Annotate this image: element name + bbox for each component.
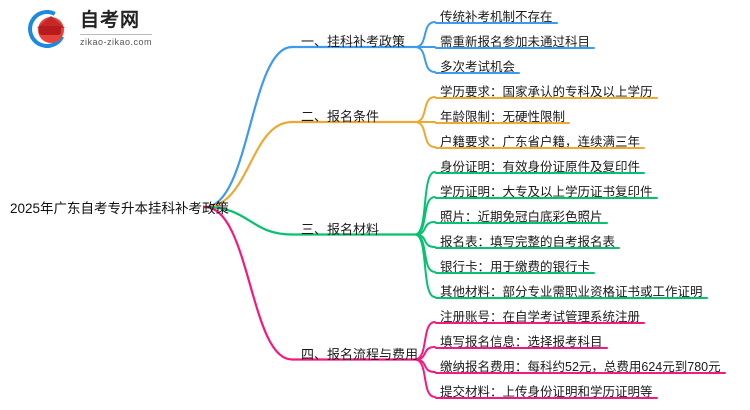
mindmap-branch-node[interactable]: 三、报名材料 xyxy=(301,221,380,237)
mindmap-leaf-node[interactable]: 需重新报名参加未通过科目 xyxy=(440,35,591,49)
graduation-cap-icon xyxy=(23,5,72,53)
mindmap-leaf-underline xyxy=(435,72,520,74)
mindmap-leaf-node[interactable]: 身份证明：有效身份证原件及复印件 xyxy=(440,160,641,174)
mindmap-leaf-underline xyxy=(435,97,658,99)
mindmap-leaf-node[interactable]: 照片：近期免冠白底彩色照片 xyxy=(440,210,603,224)
site-logo: 自考网 zikao-zikao.com xyxy=(23,5,153,53)
mindmap-leaf-node[interactable]: 其他材料：部分专业需职业资格证书或工作证明 xyxy=(440,285,703,299)
mindmap-leaf-underline xyxy=(435,247,620,249)
mindmap-leaf-underline xyxy=(435,397,658,399)
mindmap-branch-node[interactable]: 二、报名条件 xyxy=(301,109,380,124)
mindmap-leaf-node[interactable]: 多次考试机会 xyxy=(440,60,516,74)
mindmap-leaf-node[interactable]: 学历要求：国家承认的专科及以上学历 xyxy=(440,85,653,99)
mindmap-leaf-underline xyxy=(435,272,595,274)
mindmap-leaf-underline xyxy=(435,22,558,24)
mindmap-leaf-node[interactable]: 注册账号：在自学考试管理系统注册 xyxy=(440,310,641,324)
mindmap-leaf-node[interactable]: 银行卡：用于缴费的银行卡 xyxy=(440,260,591,274)
mindmap-leaf-node[interactable]: 缴纳报名费用：每科约52元，总费用624元到780元 xyxy=(440,360,721,374)
mindmap-leaf-underline xyxy=(435,122,570,124)
mindmap-leaf-underline xyxy=(435,297,708,299)
mindmap-branch-node[interactable]: 四、报名流程与费用 xyxy=(301,346,419,362)
mindmap-root-node[interactable]: 2025年广东自考专升本挂科补考政策 xyxy=(10,201,230,216)
logo-site-url: zikao-zikao.com xyxy=(80,34,153,47)
mindmap-leaf-underline xyxy=(435,197,658,199)
mindmap-leaf-node[interactable]: 户籍要求：广东省户籍，连续满三年 xyxy=(440,135,641,149)
mindmap-leaf-underline xyxy=(435,347,608,349)
mindmap-leaf-underline xyxy=(435,372,726,374)
mindmap-leaf-underline xyxy=(435,147,645,149)
logo-site-name: 自考网 xyxy=(80,10,141,31)
mindmap-leaf-node[interactable]: 提交材料：上传身份证明和学历证明等 xyxy=(440,385,653,399)
mindmap-leaf-underline xyxy=(435,47,595,49)
mindmap-leaf-node[interactable]: 年龄限制：无硬性限制 xyxy=(440,110,566,124)
mindmap-leaf-node[interactable]: 传统补考机制不存在 xyxy=(440,10,553,24)
mindmap-leaf-underline xyxy=(435,222,608,224)
mindmap-leaf-underline xyxy=(435,172,645,174)
mindmap-leaf-node[interactable]: 学历证明：大专及以上学历证书复印件 xyxy=(440,185,653,199)
mindmap-leaf-underline xyxy=(435,322,645,324)
mindmap-leaf-node[interactable]: 填写报名信息：选择报考科目 xyxy=(440,335,603,349)
mindmap-leaf-node[interactable]: 报名表：填写完整的自考报名表 xyxy=(440,235,616,249)
mindmap-branch-node[interactable]: 一、挂科补考政策 xyxy=(301,34,406,49)
